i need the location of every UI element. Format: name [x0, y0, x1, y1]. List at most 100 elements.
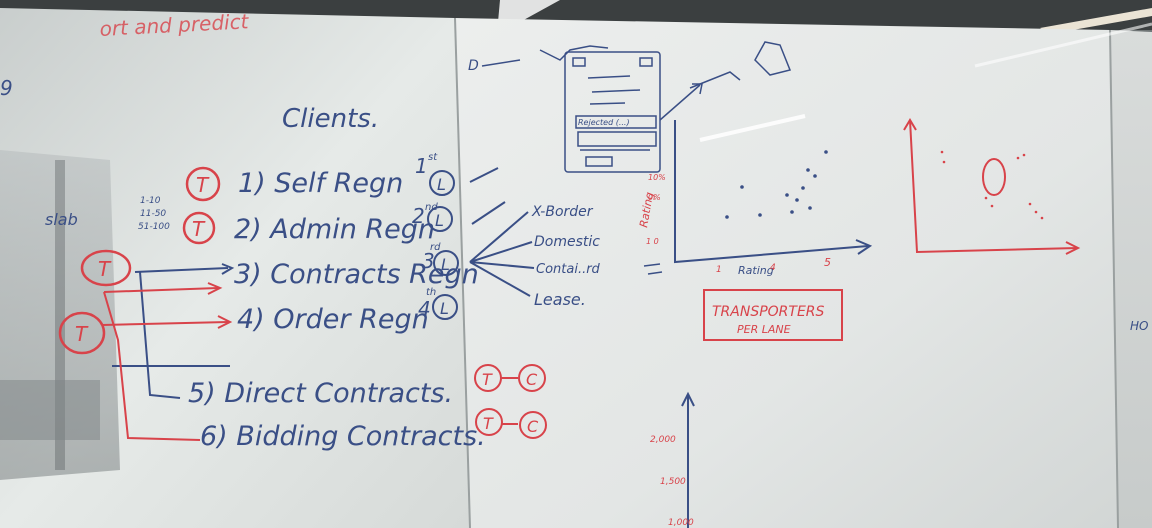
ordinal-3: 3 [422, 249, 435, 273]
scatter-point [801, 186, 805, 190]
l-mark-2: L [435, 211, 444, 230]
pair-c-2: C [527, 417, 539, 436]
l-mark-1: L [437, 175, 446, 194]
scatter-ylabel: Rating [637, 191, 656, 228]
ordinal-suffix-3: rd [430, 242, 441, 253]
scatter-xtick-1: 1 [716, 265, 722, 275]
board-panel-right [1110, 30, 1152, 528]
t-circle-3 [80, 249, 132, 287]
ordinal-2: 2 [412, 204, 425, 228]
l-mark-3: L [441, 255, 450, 274]
lower-tick-2: 1,500 [660, 477, 686, 487]
branch-lines [469, 167, 535, 297]
scatter-point [785, 193, 789, 197]
t-circle-2 [182, 211, 216, 245]
red-arrow-to-item-4 [101, 321, 229, 326]
clients-title: Clients. [282, 104, 379, 134]
scatter-xtick-2: 4 [770, 263, 776, 273]
pair-c-circle-2 [519, 411, 547, 439]
pair-c-1: C [526, 370, 538, 389]
light-reflection [699, 114, 806, 142]
sketch-label: D [468, 58, 479, 74]
l-mark-4: L [440, 299, 449, 318]
right-points [940, 150, 1044, 220]
l-circle-4 [432, 294, 458, 320]
lower-tick-3: 1,000 [668, 518, 694, 528]
lower-tick-1: 2,000 [650, 435, 676, 445]
slab-range-1: 1-10 [140, 196, 161, 206]
scatter-xlabel: Rating [738, 264, 774, 277]
scatter-point [808, 206, 812, 210]
ordinal-suffix-2: nd [425, 202, 438, 213]
branch-lease: Lease. [534, 290, 586, 309]
scatter-points [725, 150, 828, 219]
pair-t-circle-2 [475, 408, 503, 436]
slab-label: slab [45, 210, 78, 229]
scatter-point [824, 150, 828, 154]
ordinal-suffix-4: th [426, 287, 436, 298]
client-item-3: 3) Contracts Regn [234, 259, 479, 290]
window-frame [55, 160, 65, 470]
l-circle-1 [429, 170, 455, 196]
t-circles-left: T T T T [58, 166, 221, 355]
right-cluster-circle [982, 158, 1006, 196]
scatter-point [795, 198, 799, 202]
client-item-2: 2) Admin Regn [234, 214, 435, 245]
branch-container: Contai..rd [536, 262, 601, 277]
ordinal-4: 4 [418, 297, 431, 321]
scatter-ytick-1: 10% [648, 173, 666, 182]
l-circle-3 [433, 250, 459, 276]
right-edge-text: HO [1130, 319, 1148, 333]
pair-t-2: T [483, 414, 494, 433]
window-cars [0, 380, 100, 440]
scatter-point [725, 215, 729, 219]
client-item-4: 4) Order Regn [237, 304, 429, 335]
slab-range-2: 11-50 [140, 209, 166, 219]
scatter-xtick-3: 5 [824, 256, 831, 269]
form-label: Rejected (...) [578, 118, 630, 127]
clients-list: 1) Self Regn 2) Admin Regn 3) Contracts … [188, 168, 486, 452]
line-to-item-5 [139, 271, 181, 399]
connector-lines [101, 263, 235, 441]
scatter-point [806, 168, 810, 172]
pair-t-1: T [482, 370, 493, 389]
branch-x-border: X-Border [531, 204, 594, 220]
branch-domestic: Domestic [534, 234, 600, 250]
red-arrow-to-item-3 [103, 287, 219, 293]
scatter-axes [674, 120, 873, 264]
t-circle-4 [58, 311, 106, 355]
scatter-ytick-3: 1 0 [646, 237, 659, 246]
pair-c-circle-1 [518, 364, 546, 392]
panel-seam [1109, 29, 1119, 528]
ceiling-light-right [1040, 8, 1152, 34]
right-axis [903, 118, 1081, 255]
scatter-point [790, 210, 794, 214]
l-circle-2 [427, 206, 453, 232]
client-item-6: 6) Bidding Contracts. [200, 421, 486, 452]
form-sketch [564, 41, 792, 173]
client-item-5: 5) Direct Contracts. [188, 378, 453, 409]
arrow-to-item-3 [134, 267, 229, 273]
ordinal-1: 1 [415, 154, 428, 178]
panel-seam [454, 17, 471, 528]
scatter-ytick-2: 0% [648, 193, 661, 202]
scatter-point [758, 213, 762, 217]
edge-mark: 9 [0, 76, 13, 100]
t-circle-1 [185, 166, 221, 202]
t-mark-3: T [98, 257, 112, 281]
sketch-blob [754, 41, 792, 76]
red-line-to-item-6 [103, 291, 201, 441]
slab-range-3: 51-100 [138, 222, 170, 232]
t-c-pairs: T C T C [474, 364, 547, 439]
lower-axis [681, 391, 695, 528]
ceiling-light [498, 0, 560, 22]
t-mark-4: T [75, 322, 89, 346]
transporters-box [703, 289, 843, 341]
t-mark-2: T [192, 217, 206, 241]
scatter-point [813, 174, 817, 178]
client-item-1: 1) Self Regn [238, 168, 403, 199]
ordinal-suffix-1: st [428, 152, 438, 163]
light-reflection [974, 22, 1152, 68]
scatter-point [740, 185, 744, 189]
